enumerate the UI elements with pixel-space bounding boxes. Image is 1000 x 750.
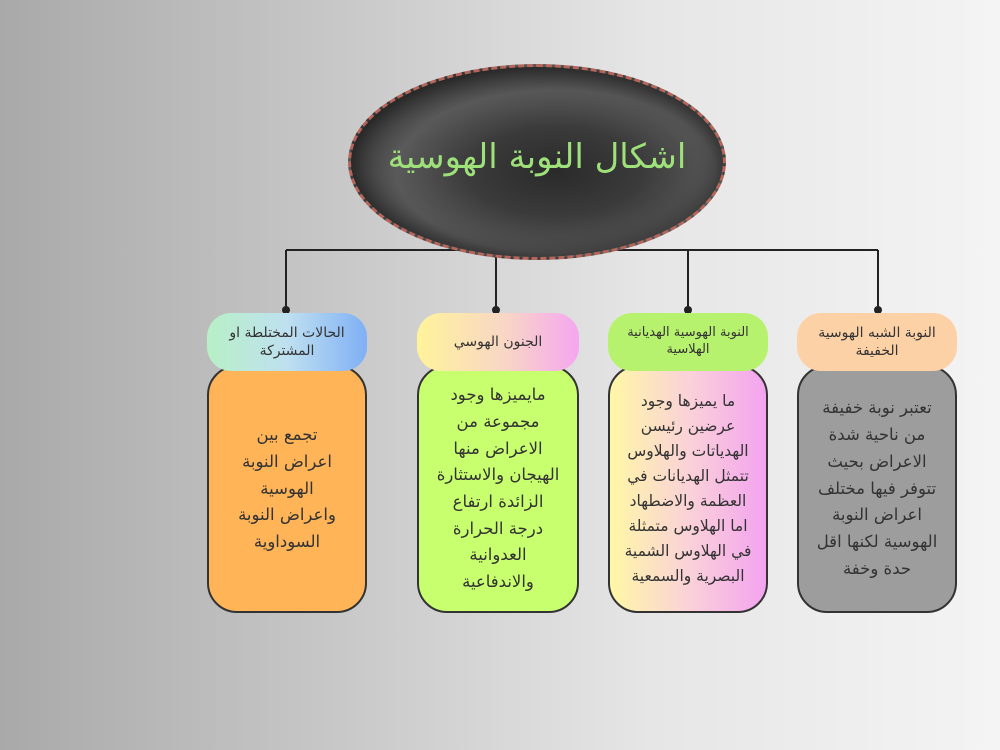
card-header-label: النوبة الشبه الهوسية الخفيفة — [818, 324, 936, 359]
connector-dot — [874, 306, 882, 314]
connector-dot — [684, 306, 692, 314]
connector-dot — [492, 306, 500, 314]
diagram-title: اشكال النوبة الهوسية — [387, 137, 687, 177]
card-body-text: مايميزها وجود مجموعة من الاعراض منها اله… — [436, 385, 560, 592]
card-body-text: تجمع بين اعراض النوبة الهوسية واعراض الن… — [238, 425, 336, 552]
card-header-label: النوبة الهوسية الهديانية الهلاسية — [627, 325, 749, 357]
card-body-text: ما يميزها وجود عرضين رئيسن الهدياتات وال… — [624, 391, 752, 586]
card-body-hypomanic-episode: تعتبر نوبة خفيفة من ناحية شدة الاعراض بح… — [797, 365, 957, 613]
card-header-delusional-episode: النوبة الهوسية الهديانية الهلاسية — [608, 313, 768, 371]
card-header-mixed-states: الحالات المختلطة او المشتركة — [207, 313, 367, 371]
card-body-manic-madness: مايميزها وجود مجموعة من الاعراض منها اله… — [417, 365, 579, 613]
card-header-hypomanic-episode: النوبة الشبه الهوسية الخفيفة — [797, 313, 957, 371]
card-body-mixed-states: تجمع بين اعراض النوبة الهوسية واعراض الن… — [207, 365, 367, 613]
card-body-delusional-episode: ما يميزها وجود عرضين رئيسن الهدياتات وال… — [608, 365, 768, 613]
connector-dot — [282, 306, 290, 314]
card-header-label: الحالات المختلطة او المشتركة — [229, 324, 345, 359]
title-oval: اشكال النوبة الهوسية — [348, 64, 726, 260]
card-body-text: تعتبر نوبة خفيفة من ناحية شدة الاعراض بح… — [816, 398, 938, 578]
card-header-label: الجنون الهوسي — [453, 333, 543, 350]
card-header-manic-madness: الجنون الهوسي — [417, 313, 579, 371]
